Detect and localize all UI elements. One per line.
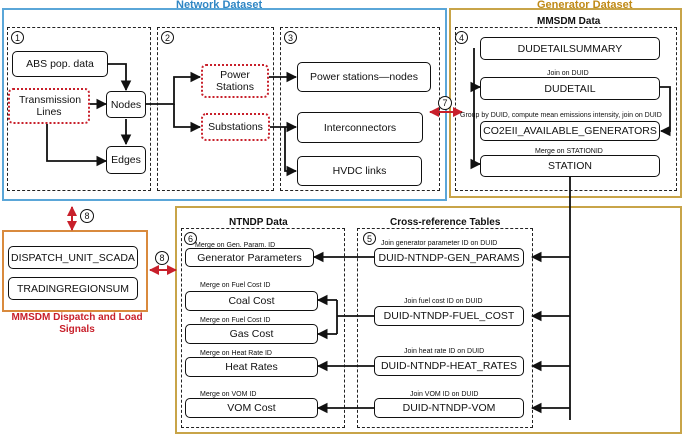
dudetailsummary-box: DUDETAILSUMMARY (480, 37, 660, 60)
join-vom-label: Join VOM ID on DUID (410, 391, 479, 398)
step-5-badge: 5 (363, 232, 376, 245)
merge-fuel-cost-label-1: Merge on Fuel Cost ID (200, 282, 271, 289)
section-6 (181, 228, 345, 428)
duid-ntndp-heat-rates-box: DUID-NTNDP-HEAT_RATES (374, 356, 524, 376)
heat-rates-box: Heat Rates (185, 357, 318, 377)
generator-dataset-title: Generator Dataset (537, 0, 633, 11)
step-4-badge: 4 (455, 31, 468, 44)
merge-fuel-cost-label-2: Merge on Fuel Cost ID (200, 317, 271, 324)
join-gen-param-label: Join generator parameter ID on DUID (381, 240, 498, 247)
vom-cost-box: VOM Cost (185, 398, 318, 418)
dudetail-box: DUDETAIL (480, 77, 660, 100)
ntndp-data-title: NTNDP Data (229, 217, 288, 228)
generator-parameters-box: Generator Parameters (185, 248, 314, 267)
tradingregionsum-box: TRADINGREGIONSUM (8, 277, 138, 300)
group-by-label: Group by DUID, compute mean emissions in… (460, 112, 662, 119)
merge-heat-rate-label: Merge on Heat Rate ID (200, 350, 272, 357)
step-1-badge: 1 (11, 31, 24, 44)
coal-cost-box: Coal Cost (185, 291, 318, 311)
dispatch-panel (2, 230, 148, 312)
step-8-badge-top: 8 (80, 209, 94, 223)
join-duid-label: Join on DUID (547, 70, 589, 77)
nodes-box: Nodes (106, 91, 146, 118)
generator-dataset-lower-panel (175, 206, 682, 434)
merge-stationid-label: Merge on STATIONID (535, 148, 603, 155)
network-dataset-title: Network Dataset (176, 0, 263, 11)
gas-cost-box: Gas Cost (185, 324, 318, 344)
step-2-badge: 2 (161, 31, 174, 44)
step-8-badge-right: 8 (155, 251, 169, 265)
ps-nodes-box: Power stations—nodes (297, 62, 431, 92)
power-stations-label: Power Stations (216, 69, 254, 93)
join-fuel-cost-label: Join fuel cost ID on DUID (404, 298, 483, 305)
dispatch-unit-scada-box: DISPATCH_UNIT_SCADA (8, 246, 138, 269)
step-7-badge: 7 (438, 96, 452, 110)
transmission-lines-box: Transmission Lines (8, 88, 90, 124)
mmsdm-data-title: MMSDM Data (537, 16, 601, 27)
join-heat-rate-label: Join heat rate ID on DUID (404, 348, 485, 355)
abs-pop-data-box: ABS pop. data (12, 51, 108, 77)
step-6-badge: 6 (184, 232, 197, 245)
dispatch-title: MMSDM Dispatch and Load Signals (11, 312, 143, 335)
section-5 (357, 228, 533, 428)
step-3-badge: 3 (284, 31, 297, 44)
station-box: STATION (480, 155, 660, 177)
section-1 (7, 27, 151, 191)
substations-box: Substations (201, 113, 270, 141)
power-stations-box: Power Stations (201, 64, 269, 98)
co2eii-box: CO2EII_AVAILABLE_GENERATORS (480, 121, 660, 141)
duid-ntndp-fuel-cost-box: DUID-NTNDP-FUEL_COST (374, 306, 524, 326)
duid-ntndp-vom-box: DUID-NTNDP-VOM (374, 398, 524, 418)
edges-box: Edges (106, 146, 146, 174)
hvdc-links-box: HVDC links (297, 156, 422, 186)
merge-gen-param-label: Merge on Gen. Param. ID (195, 242, 276, 249)
merge-vom-label: Merge on VOM ID (200, 391, 257, 398)
xref-title: Cross-reference Tables (390, 217, 501, 228)
interconnectors-box: Interconnectors (297, 112, 423, 143)
transmission-lines-label: Transmission Lines (19, 94, 82, 118)
section-2 (157, 27, 274, 191)
duid-ntndp-gen-params-box: DUID-NTNDP-GEN_PARAMS (374, 248, 524, 267)
